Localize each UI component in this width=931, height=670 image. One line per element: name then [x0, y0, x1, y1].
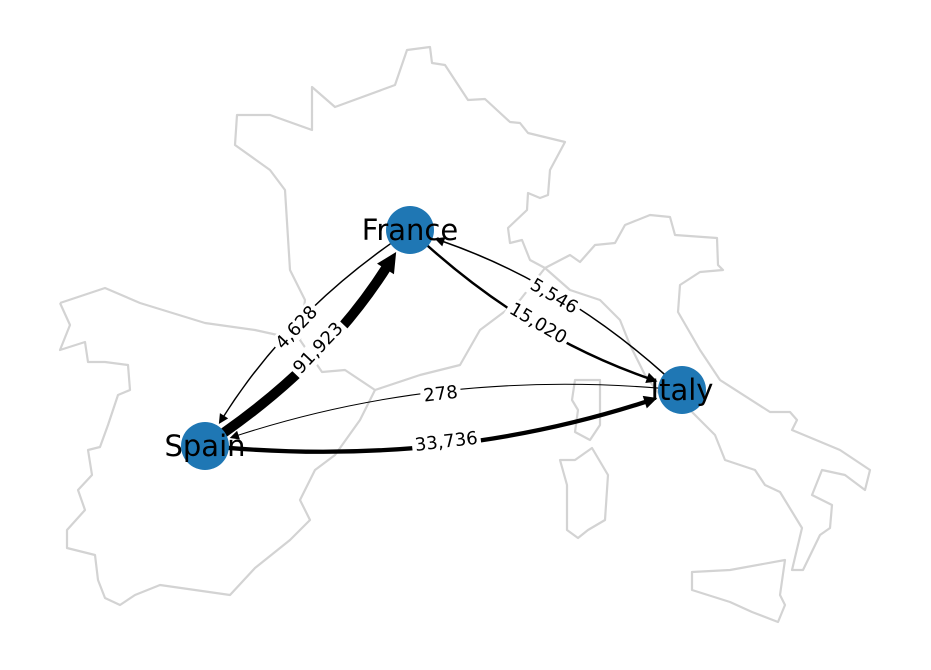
node-italy [658, 366, 706, 414]
node-label-france: France [362, 213, 458, 247]
node-label-spain: Spain [164, 429, 245, 463]
country-borders [58, 45, 872, 624]
edge-label-background [286, 316, 350, 381]
italy-border [544, 213, 872, 572]
edge-label-background [419, 381, 462, 407]
edge-spain-to-italy-arrowhead [642, 395, 658, 409]
edge-label-background [523, 272, 585, 321]
edge-label-background [410, 427, 482, 457]
edge-italy-to-spain-label-group: 278 [419, 381, 462, 407]
france-border [233, 45, 567, 392]
edge-france-to-italy-arrowhead [645, 372, 658, 384]
edge-france-to-spain-arrowhead [218, 413, 229, 424]
edge-label-background [502, 297, 574, 351]
edge-label: 278 [422, 382, 459, 407]
corsica-border [570, 378, 602, 442]
edge-italy-to-spain-arrowhead [229, 430, 240, 440]
edge-label-background [269, 299, 325, 356]
edge-label: 33,736 [414, 428, 479, 456]
edge-italy-to-france-arrowhead [434, 237, 446, 247]
edge-spain-to-france-arrowhead [377, 252, 397, 275]
edge-spain-to-italy-label-group: 33,736 [410, 427, 482, 457]
node-label-italy: Italy [651, 373, 714, 407]
node-france [386, 206, 434, 254]
sicily-border [690, 558, 787, 624]
node-spain [181, 422, 229, 470]
sardinia-border [558, 446, 610, 540]
spain-border [58, 286, 377, 607]
